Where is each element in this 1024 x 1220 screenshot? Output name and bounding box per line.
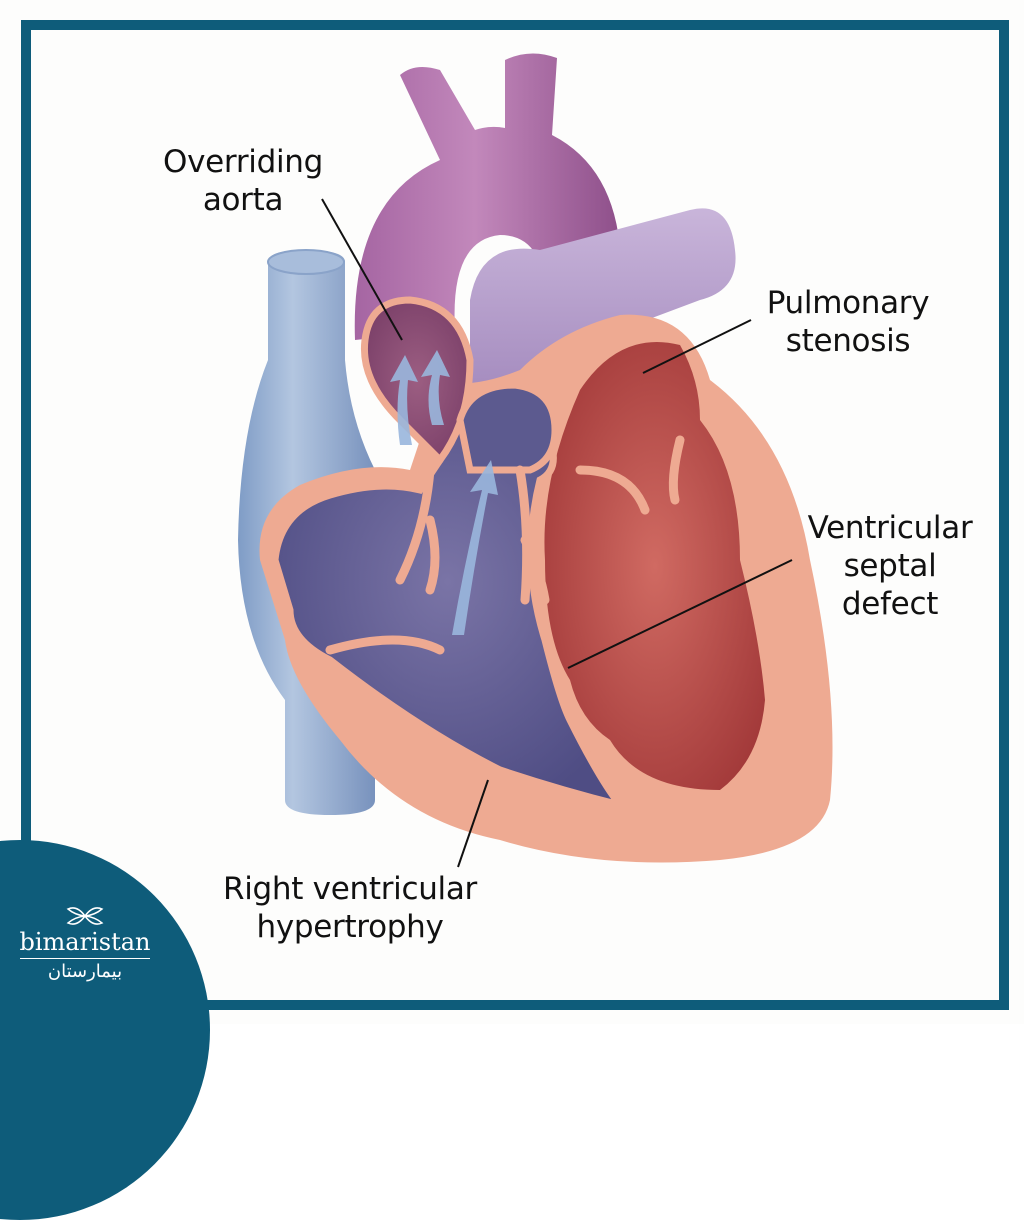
label-line: stenosis bbox=[785, 323, 911, 359]
heart-illustration bbox=[238, 53, 833, 868]
label-line: Overriding bbox=[163, 144, 323, 180]
brand-logo: bimaristan بيمارستان bbox=[10, 905, 160, 985]
brand-name-ar: بيمارستان bbox=[47, 961, 123, 982]
label-line: Right ventricular bbox=[222, 871, 477, 907]
pulmonary-artery bbox=[470, 208, 736, 390]
brand-name-en: bimaristan bbox=[19, 927, 151, 959]
label-pulmonary-stenosis: Pulmonary stenosis bbox=[748, 284, 948, 360]
diagram-canvas: Overriding aorta Pulmonary stenosis Vent… bbox=[0, 20, 1009, 1220]
label-line: aorta bbox=[202, 182, 284, 218]
label-line: defect bbox=[841, 586, 939, 622]
label-line: hypertrophy bbox=[256, 909, 444, 945]
frame-border bbox=[21, 20, 1009, 1010]
leader-vsd bbox=[567, 559, 793, 669]
leader-overriding-aorta bbox=[321, 198, 403, 341]
label-overriding-aorta: Overriding aorta bbox=[148, 143, 338, 219]
trabeculae bbox=[325, 435, 685, 655]
label-line: Ventricular bbox=[807, 510, 973, 546]
aorta-chamber bbox=[360, 296, 474, 466]
blood-flow-arrows bbox=[390, 350, 498, 635]
leader-rvh bbox=[457, 779, 489, 868]
label-line: Pulmonary bbox=[766, 285, 930, 321]
leader-pulmonary-stenosis bbox=[642, 319, 752, 374]
leader-lines bbox=[321, 198, 793, 868]
right-ventricle bbox=[271, 396, 630, 811]
label-ventricular-septal-defect: Ventricular septal defect bbox=[790, 509, 990, 623]
left-ventricle bbox=[544, 342, 765, 790]
label-right-ventricular-hypertrophy: Right ventricular hypertrophy bbox=[200, 870, 500, 946]
pulmonary-chamber bbox=[456, 381, 559, 474]
label-line: septal bbox=[843, 548, 937, 584]
leaf-logo-icon bbox=[66, 907, 104, 925]
